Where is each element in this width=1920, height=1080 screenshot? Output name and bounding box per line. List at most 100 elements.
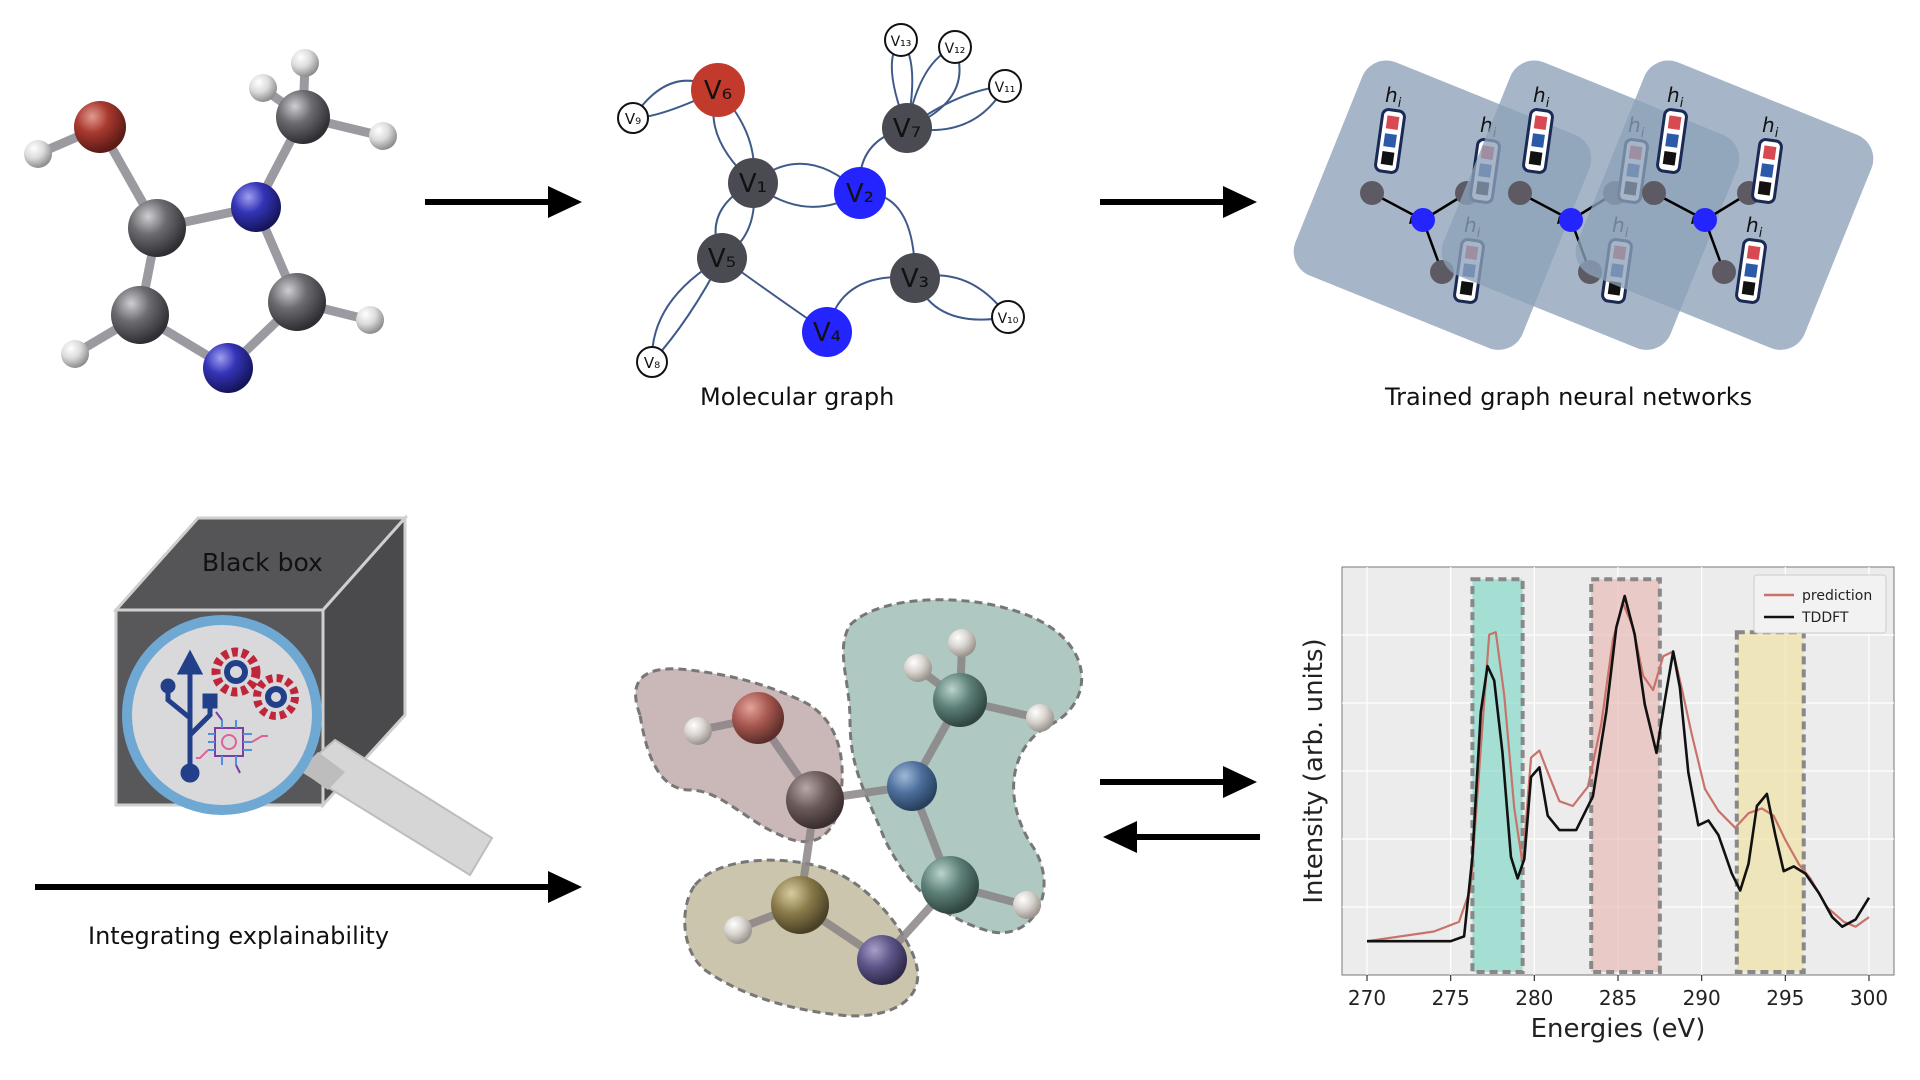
- y-axis-label: Intensity (arb. units): [1299, 638, 1329, 903]
- carbon-atom: [268, 273, 326, 331]
- svg-text:V₁₃: V₁₃: [891, 34, 912, 50]
- gnn-hidden-vector: hi: [1374, 83, 1406, 174]
- gnn-center-node: [1693, 208, 1717, 232]
- legend-label: TDDFT: [1801, 610, 1849, 626]
- graph-node-v5: V₅: [697, 233, 747, 283]
- hydrogen-atom: [291, 49, 319, 77]
- gnn-center-node: [1411, 208, 1435, 232]
- svg-text:V₈: V₈: [644, 354, 660, 372]
- graph-node-v1: V₁: [728, 158, 778, 208]
- gnn-hidden-subscript: i: [1546, 96, 1550, 111]
- gnn-vector-cell: [1459, 281, 1474, 296]
- arrow-right-1: [425, 186, 582, 218]
- graph-node-v2: V₂: [834, 167, 886, 219]
- nitrogen-atom: [203, 343, 253, 393]
- svg-text:V₉: V₉: [625, 110, 641, 128]
- gnn-hidden-label: hi: [1385, 83, 1402, 111]
- carbon-atom: [111, 286, 169, 344]
- gnn-hidden-vector: hi: [1751, 113, 1783, 204]
- gnn-hidden-subscript: i: [1398, 96, 1402, 111]
- graph-node-v10: V₁₀: [991, 300, 1025, 334]
- gnn-vector-cell: [1741, 281, 1756, 296]
- usb-icon: [160, 649, 218, 783]
- hydrogen-atom: [61, 340, 89, 368]
- gnn-neighbor-node: [1712, 260, 1736, 284]
- x-tick-label: 290: [1683, 986, 1721, 1010]
- hydrogen-atom: [249, 74, 277, 102]
- hydrogen-atom: [356, 306, 384, 334]
- graph-node-v3: V₃: [890, 253, 940, 303]
- arrow-left-from-spectrum: [1103, 821, 1260, 853]
- gnn-vector-cell: [1531, 133, 1545, 148]
- highlight-band: [1736, 632, 1804, 972]
- gnn-hidden-subscript: i: [1775, 126, 1779, 141]
- svg-text:V₄: V₄: [813, 318, 841, 348]
- graph-node-v13: V₁₃: [884, 23, 918, 57]
- gnn-vector-cell: [1744, 263, 1758, 278]
- svg-text:V₆: V₆: [704, 76, 732, 106]
- hydrogen-atom: [369, 122, 397, 150]
- svg-text:V₁₂: V₁₂: [945, 41, 966, 57]
- gnn-vector-cell: [1746, 245, 1761, 260]
- trained-gnn-diagram: hihihihihihihihihi: [1293, 60, 1874, 350]
- gnn-vector-cell: [1762, 145, 1777, 160]
- x-tick-label: 270: [1348, 986, 1386, 1010]
- legend-box: [1753, 574, 1887, 634]
- x-tick-label: 280: [1515, 986, 1553, 1010]
- svg-text:V₁₀: V₁₀: [998, 311, 1019, 327]
- svg-text:V₅: V₅: [708, 244, 736, 274]
- gnn-vector-cell: [1667, 115, 1682, 130]
- region-teal: [841, 598, 1084, 935]
- trained-gnn-caption: Trained graph neural networks: [1385, 383, 1753, 411]
- svg-text:V₇: V₇: [893, 114, 921, 144]
- graph-node-v8: V₈: [636, 346, 668, 378]
- x-tick-label: 295: [1766, 986, 1804, 1010]
- graph-node-v7: V₇: [882, 103, 932, 153]
- gnn-hidden-label: hi: [1533, 83, 1550, 111]
- chip-icon: [196, 711, 268, 774]
- gnn-vector-cell: [1383, 133, 1397, 148]
- svg-text:V₁: V₁: [739, 169, 767, 199]
- magnifier-handle-icon: [298, 738, 494, 877]
- arrow-right-long: [35, 871, 582, 903]
- carbon-atom: [276, 90, 330, 144]
- gnn-vector-cell: [1665, 133, 1679, 148]
- oxygen-atom: [74, 101, 126, 153]
- gnn-panel: hi hi hi: [1575, 60, 1874, 350]
- gnn-vector-cell: [1528, 151, 1543, 166]
- black-box-label: Black box: [202, 548, 323, 577]
- x-axis-label: Energies (eV): [1531, 1014, 1706, 1044]
- highlight-band: [1591, 579, 1660, 972]
- x-tick-label: 300: [1850, 986, 1888, 1010]
- gnn-hidden-subscript: i: [1759, 226, 1763, 241]
- gnn-hidden-label: hi: [1746, 213, 1763, 241]
- arrow-right-to-spectrum: [1100, 766, 1257, 798]
- svg-text:V₁₁: V₁₁: [995, 80, 1016, 96]
- integrating-explainability-caption: Integrating explainability: [88, 922, 390, 950]
- highlight-band-border: [1470, 577, 1525, 975]
- gnn-hidden-vector: hi: [1656, 83, 1688, 174]
- gnn-neighbor-node: [1508, 181, 1532, 205]
- gnn-neighbor-node: [1642, 181, 1666, 205]
- carbon-atom: [128, 199, 186, 257]
- svg-text:V₃: V₃: [901, 264, 929, 294]
- legend-label: prediction: [1802, 588, 1872, 604]
- gnn-center-node: [1559, 208, 1583, 232]
- graph-node-v6: V₆: [691, 63, 745, 117]
- arrow-right-2: [1100, 186, 1257, 218]
- gnn-vector-cell: [1385, 115, 1400, 130]
- molecular-graph-caption: Molecular graph: [700, 383, 895, 411]
- gnn-vector-cell: [1533, 115, 1548, 130]
- graph-node-v11: V₁₁: [988, 69, 1022, 103]
- graph-node-v12: V₁₂: [938, 30, 972, 64]
- magnifier-lens-icon: [122, 615, 322, 815]
- x-tick-label: 285: [1599, 986, 1637, 1010]
- gnn-panel-background: [1575, 60, 1874, 350]
- graph-node-v9: V₉: [617, 102, 649, 134]
- gnn-hidden-label: hi: [1762, 113, 1779, 141]
- gnn-hidden-vector: hi: [1735, 213, 1767, 304]
- gnn-vector-cell: [1757, 181, 1772, 196]
- gnn-neighbor-node: [1360, 181, 1384, 205]
